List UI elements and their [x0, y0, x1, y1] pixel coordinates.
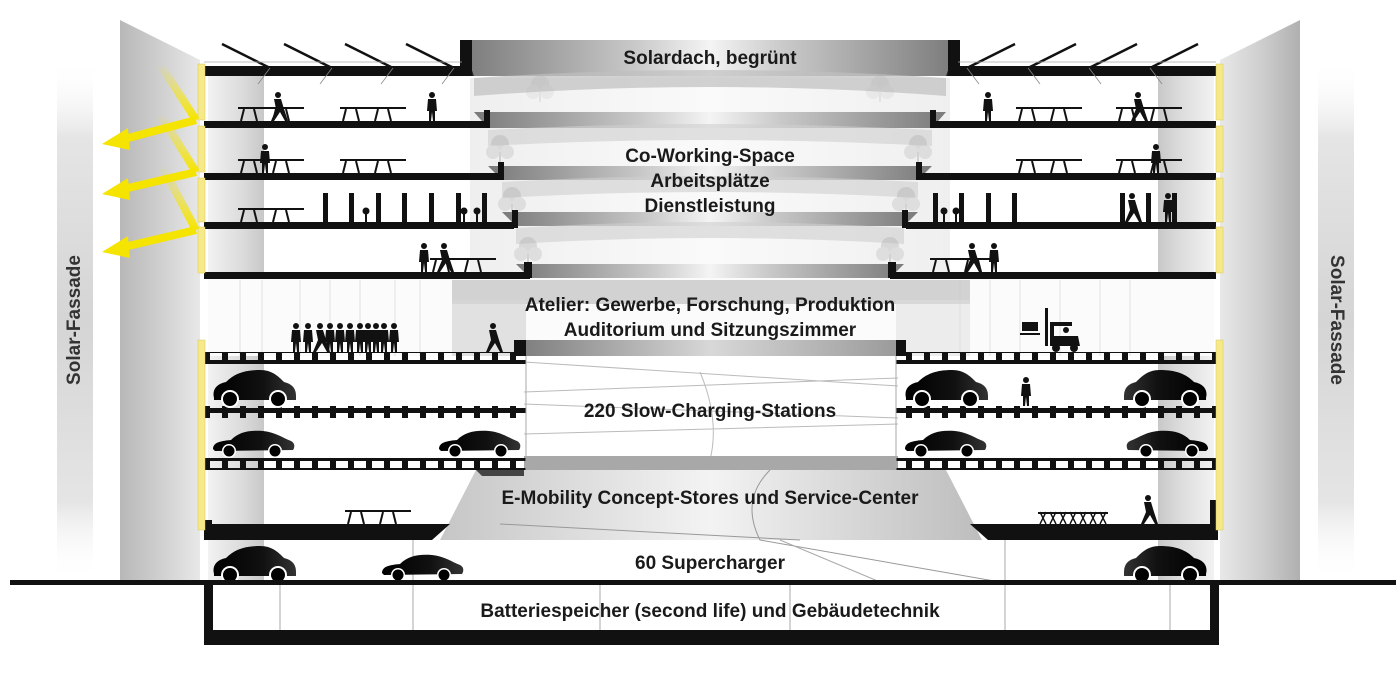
office-label-line-1: Co-Working-Space: [625, 146, 795, 167]
right-solar-facade: [1220, 20, 1300, 582]
atelier-figures: [291, 308, 1080, 352]
supercharger-label: 60 Supercharger: [635, 553, 785, 574]
atelier-label-line-2: Auditorium und Sitzungszimmer: [563, 320, 857, 341]
right-facade-label: Solar-Fassade: [1326, 255, 1347, 385]
office-furniture: [237, 92, 1183, 273]
roof-label: Solardach, begrünt: [623, 48, 797, 69]
parking-slabs: [204, 340, 1216, 470]
atelier-band: [452, 280, 970, 304]
left-facade-label: Solar-Fassade: [64, 255, 85, 385]
forklift-icon: [1020, 308, 1080, 352]
basement-label: Batteriespeicher (second life) und Gebäu…: [480, 601, 940, 622]
ground-line: [10, 580, 1396, 585]
office-label-line-3: Dienstleistung: [644, 196, 776, 217]
ramp-void: [440, 340, 1001, 583]
chair-row-icon: [1038, 511, 1108, 525]
atelier-label-line-1: Atelier: Gewerbe, Forschung, Produktion: [524, 295, 896, 316]
emobility-label: E-Mobility Concept-Stores und Service-Ce…: [501, 488, 919, 509]
left-solar-facade: [120, 20, 200, 582]
left-facade-label-band: [57, 60, 93, 580]
right-facade-label-band: [1318, 60, 1354, 580]
emobility-furniture: [344, 495, 1158, 525]
central-atrium: [462, 40, 958, 278]
facade-solar-glazing: [197, 63, 1224, 531]
office-label-line-2: Arbeitsplätze: [650, 171, 770, 192]
sun-reflection-arrow-icon: [102, 61, 200, 258]
emobility-slab: [204, 500, 1218, 540]
roof-solar-panels: [204, 42, 1216, 86]
basement-box: [204, 585, 1219, 645]
parking-label: 220 Slow-Charging-Stations: [583, 401, 837, 422]
columns: [279, 356, 1171, 636]
